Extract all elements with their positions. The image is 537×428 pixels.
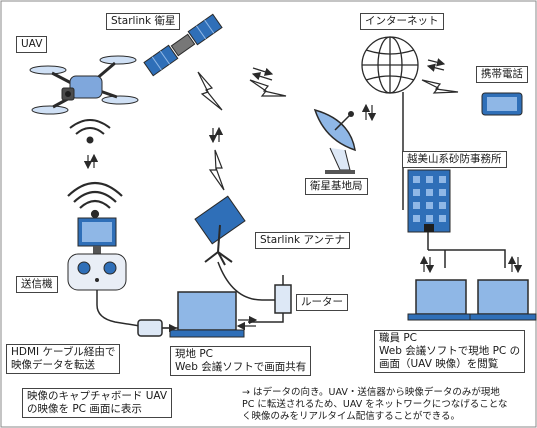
note-line1: → はデータの向き。UAV・送信器から映像データのみが現地 [242, 387, 500, 398]
staff-pc-label-line2: Web 会議ソフトで現地 PC の [379, 345, 521, 357]
internet-label: インターネット [360, 13, 444, 30]
building-icon [407, 169, 451, 233]
router-label: ルーター [296, 294, 348, 311]
staff-pc-label-line1: 職員 PC [379, 332, 418, 344]
router-icon [274, 275, 292, 314]
office-label: 越美山系砂防事務所 [402, 151, 507, 168]
laptop-icon [407, 279, 475, 321]
local-pc-label-line1: 現地 PC [175, 348, 214, 360]
drone-icon [29, 55, 139, 115]
capture-board-label-line1: 映像のキャプチャボード UAV [27, 390, 168, 402]
controller-icon [67, 217, 127, 291]
globe-icon [361, 36, 419, 94]
staff-pc-label-line3: 画面（UAV 映像）を閲覧 [379, 358, 499, 370]
ground-station-label: 衛星基地局 [305, 178, 368, 195]
note-line3: く映像のみをリアルタイム配信することができる。 [242, 411, 461, 422]
phone-icon [481, 92, 523, 116]
wifi-icon [67, 182, 123, 219]
hdmi-label-line2: 映像データを転送 [11, 359, 95, 371]
laptop-icon [169, 291, 245, 338]
local-pc-label-line2: Web 会議ソフトで画面共有 [175, 361, 307, 373]
hdmi-label-line1: HDMI ケーブル経由で [11, 346, 116, 358]
transmitter-label: 送信機 [16, 276, 58, 293]
laptop-icon [469, 279, 537, 321]
starlink-antenna-label: Starlink アンテナ [255, 232, 351, 249]
wifi-icon [69, 119, 111, 144]
capture-board-icon [137, 319, 163, 337]
satellite-icon [143, 13, 223, 77]
mobile-phone-label: 携帯電話 [476, 66, 528, 83]
note-text: → はデータの向き。UAV・送信器から映像データのみが現地 PC に転送されるた… [238, 386, 511, 424]
hdmi-label: HDMI ケーブル経由で 映像データを転送 [6, 344, 121, 374]
uav-label: UAV [16, 36, 48, 53]
staff-pc-label: 職員 PC Web 会議ソフトで現地 PC の 画面（UAV 映像）を閲覧 [374, 330, 526, 373]
capture-board-label-line2: の映像を PC 画面に表示 [27, 403, 142, 415]
capture-board-label: 映像のキャプチャボード UAV の映像を PC 画面に表示 [22, 388, 173, 418]
local-pc-label: 現地 PC Web 会議ソフトで画面共有 [170, 346, 312, 376]
dish-icon [313, 108, 356, 174]
antenna-icon [194, 195, 246, 266]
note-line2: PC に転送されるため、UAV をネットワークにつなげることな [242, 399, 508, 410]
starlink-satellite-label: Starlink 衛星 [106, 13, 181, 30]
lightning-icon [197, 71, 459, 191]
